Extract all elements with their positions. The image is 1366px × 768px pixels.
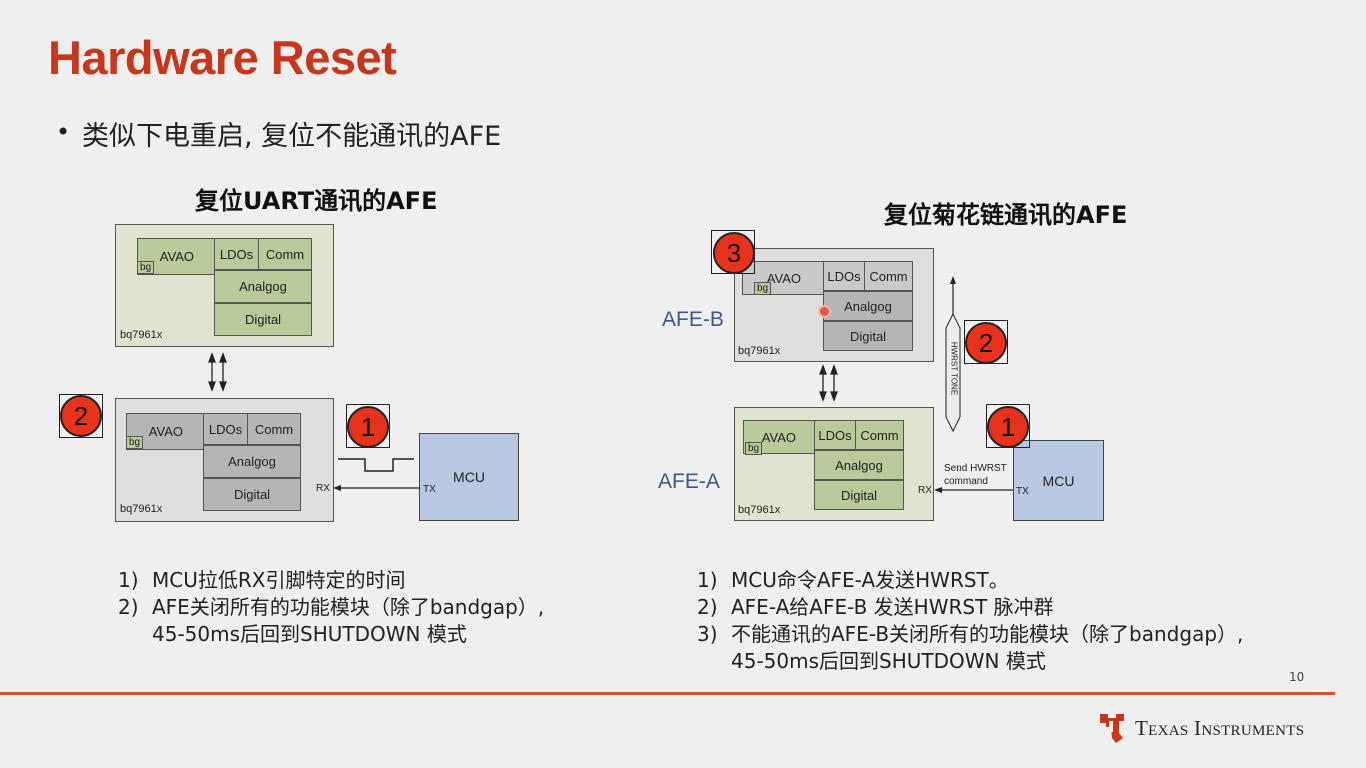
step-marker-2: 2 [965, 322, 1007, 364]
digital-block: Digital [214, 303, 312, 336]
left-mcu: MCU [419, 433, 519, 521]
digital-block: Digital [203, 478, 301, 511]
afe-b-label: AFE-B [662, 308, 724, 331]
low-pulse [338, 458, 414, 472]
ldos-block: LDOs [214, 238, 259, 270]
chip-name: bq7961x [120, 503, 163, 515]
bidirectional-arrows [208, 352, 227, 392]
rx-label: RX [316, 483, 330, 494]
analog-block: Analgog [823, 291, 913, 321]
tx-label: TX [1016, 486, 1029, 497]
ldos-block: LDOs [814, 420, 856, 450]
send-command-label: Send HWRST command [944, 463, 1007, 487]
left-steps: 1)MCU拉低RX引脚特定的时间 2)AFE关闭所有的功能模块（除了bandga… [118, 567, 544, 648]
afe-b-chip: AVAO bg LDOs Comm Analgog Digital bq7961… [734, 248, 934, 362]
rx-label: RX [918, 485, 932, 496]
avao-block: AVAO [126, 413, 204, 450]
bg-tag: bg [137, 261, 155, 274]
cursor-dot [820, 307, 829, 316]
comm-block: Comm [864, 261, 913, 291]
left-top-chip: AVAO bg LDOs Comm Analgog Digital bq7961… [115, 224, 334, 347]
left-diagram-title: 复位UART通讯的AFE [195, 187, 438, 215]
comm-block: Comm [258, 238, 312, 270]
afe-a-label: AFE-A [658, 470, 720, 493]
step-item: 45-50ms后回到SHUTDOWN 模式 [731, 649, 1046, 673]
ldos-block: LDOs [823, 261, 865, 291]
step-item: 2)AFE关闭所有的功能模块（除了bandgap）, [118, 595, 545, 619]
bullet-text: 类似下电重启, 复位不能通讯的AFE [82, 121, 502, 152]
bg-tag: bg [754, 282, 772, 295]
analog-block: Analgog [203, 445, 301, 478]
ti-brand-text: Texas Instruments [1135, 716, 1305, 740]
slide-title: Hardware Reset [48, 31, 397, 84]
step-item: 1)MCU命令AFE-A发送HWRST。 [697, 568, 1009, 592]
step-item: 3)不能通讯的AFE-B关闭所有的功能模块（除了bandgap）, [697, 622, 1244, 646]
right-diagram-title: 复位菊花链通讯的AFE [884, 201, 1128, 229]
marker-box [59, 394, 103, 438]
page-number: 10 [1289, 670, 1305, 684]
step-marker-1: 1 [347, 406, 389, 448]
step-marker-1: 1 [987, 406, 1029, 448]
digital-block: Digital [814, 480, 904, 510]
bg-tag: bg [126, 436, 144, 449]
hwrst-tone-label: HWRST TONE [949, 341, 959, 396]
step-marker-3: 3 [713, 232, 755, 274]
comm-block: Comm [855, 420, 904, 450]
right-steps: 1)MCU命令AFE-A发送HWRST。 2)AFE-A给AFE-B 发送HWR… [697, 567, 1243, 675]
ti-logo-icon [1100, 714, 1124, 743]
step-marker-2: 2 [60, 395, 102, 437]
analog-block: Analgog [814, 450, 904, 480]
footer-rule [0, 692, 1335, 695]
digital-block: Digital [823, 321, 913, 351]
left-bottom-chip: AVAO bg LDOs Comm Analgog Digital bq7961… [115, 398, 334, 522]
bullet-dot: • [56, 118, 71, 146]
tx-label: TX [423, 484, 436, 495]
ldos-block: LDOs [203, 413, 248, 445]
chip-name: bq7961x [738, 345, 781, 357]
bg-tag: bg [745, 442, 763, 455]
chip-name: bq7961x [738, 504, 781, 516]
step-item: 2)AFE-A给AFE-B 发送HWRST 脉冲群 [697, 595, 1054, 619]
step-item: 1)MCU拉低RX引脚特定的时间 [118, 568, 406, 592]
chip-name: bq7961x [120, 329, 163, 341]
step-item: 45-50ms后回到SHUTDOWN 模式 [152, 622, 467, 646]
right-mcu: MCU [1013, 440, 1104, 521]
bidirectional-arrows-right [819, 364, 838, 402]
analog-block: Analgog [214, 270, 312, 303]
comm-block: Comm [247, 413, 301, 445]
afe-a-chip: AVAO bg LDOs Comm Analgog Digital bq7961… [734, 407, 934, 521]
